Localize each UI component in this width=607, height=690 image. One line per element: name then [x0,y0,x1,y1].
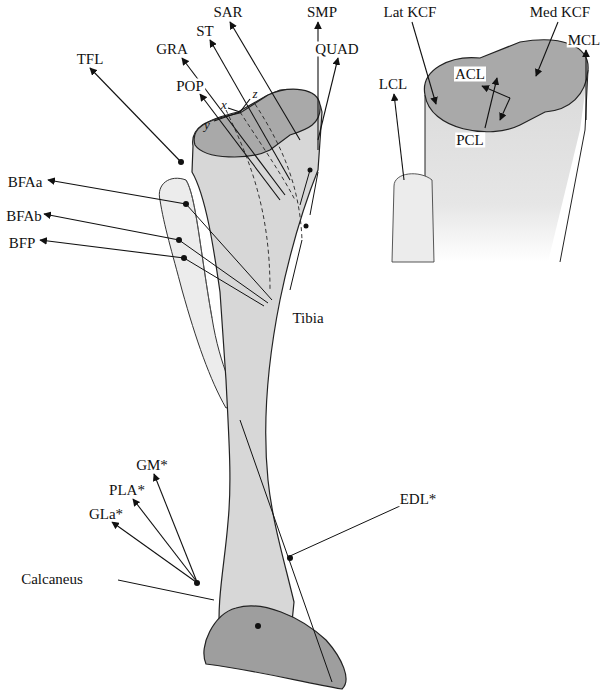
part-label: GLa* [88,507,124,522]
part-label: BFP [8,236,37,251]
inset-knee [392,40,588,262]
part-label: POP [175,79,205,94]
part-label: LCL [378,77,408,92]
part-label: Calcaneus [20,572,84,587]
part-label: EDL* [399,492,438,507]
part-label: BFAa [7,175,44,190]
part-label: MCL [567,33,602,48]
part-label: SMP [306,5,338,20]
part-label: GM* [135,458,169,473]
calcaneus-bone [204,606,346,689]
part-label: Med KCF [529,5,591,20]
inset-force-arrows [394,22,586,180]
part-label: PLA* [108,483,146,498]
fibula-edge [186,180,212,318]
part-label: ST [195,24,215,39]
leader-lines [118,506,400,600]
part-label: GRA [155,42,189,57]
part-label: TFL [76,52,105,67]
part-label: z [251,87,258,100]
tibia-bone [192,90,322,652]
part-label: x [220,98,228,111]
coordinate-axes [214,99,250,121]
part-label: Lat KCF [383,5,438,20]
muscle-arrows [40,22,338,582]
part-label: QUAD [314,42,359,57]
part-label: y [203,118,211,131]
part-label: BFAb [5,209,43,224]
part-label: PCL [455,133,485,148]
part-label: SAR [212,5,243,20]
part-label: Tibia [291,311,324,326]
part-label: ACL [454,67,486,82]
attachment-dots [176,159,313,629]
muscle-lines [179,170,332,682]
